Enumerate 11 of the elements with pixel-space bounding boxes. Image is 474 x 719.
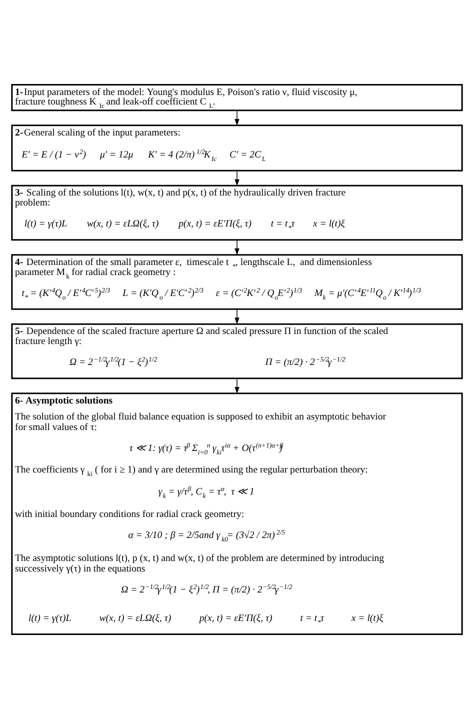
node-box: 2-General scaling of the input parameters: E′ = E / (1 − ν$^{2}$) μ′ = 12μ K′ = 4 (2/π)$^{1/2}$K$_{Ic}$ C′ = 2C$_{L}$ <box>11 124 463 172</box>
node-box: 5- Dependence of the scaled fracture aperture Ω and scaled pressure Π in function of the scaled fracture length γ: Ω = 2$^{−1/2}$γ$^{1/2}$(1 − ξ$^{2}$)$^{1/2}$ Π = (π/2) · 2$^{−5/2}$γ$^{−1/2}$ <box>11 323 463 380</box>
arrow <box>234 240 240 256</box>
arrow <box>234 110 240 126</box>
arrow <box>234 378 240 394</box>
arrow <box>234 310 240 324</box>
arrow <box>234 171 240 186</box>
node-box: 3- Scaling of the solutions l(t), w(x, t) and p(x, t) of the hydraulically driven fracture problem: l(t) = γ(τ)L w(x, t) = εLΩ(ξ, τ) p(x, t) = εE′Π(ξ, τ) t = t$_{*}$τ x = l(t)ξ <box>11 184 463 241</box>
node-box: 4- Determination of the small parameter ε, timescale t$_{*}$, lengthscale L, and dimensionless parameter M$_{k}$ for radial crack geometry : t$_{*}$ = (K′$^{4}$Q$_{o}$ / E′$^{4}$C′$^{5}$)$^{2/3}$ L = (K′Q$_{o}$ / E′C′$^{2}$)$^{2/3}$ ε = (C′$^{2}$K′$^{2}$ / Q$_{o}$E′$^{2}$)$^{1/3}$ M$_{k}$ = μ′(C′$^{4}$E′$^{11}$Q$_{o}$ / K′$^{14}$)$^{1/3}$ <box>11 254 463 310</box>
node-box: 1-Input parameters of the model: Young's modulus E, Poison's ratio ν, fluid viscosity μ, fracture toughness K$_{Ic}$ and leak-off coefficient C$_{L}$. <box>11 84 463 112</box>
node-box: 6- Asymptotic solutions The solution of the global fluid balance equation is supposed to exhibit an asymptotic behavior for small values of τ: τ ≪ 1: γ(τ) = τ$^{β}$ Σ$_{i=0}$$^{n}$ γ$_{ki}$τ$^{iα}$ + O(τ$^{(n+1)α+β}$) The coefficients γ$_{ki}$ ( for i ≥ 1) and γ are determined using the regular perturbation theory: γ$_{k}$ = γ/τ$^{β}$, C$_{k}$ = τ$^{α}$, τ ≪ 1 with initial boundary conditions for radial crack geometry: α = 3/10 ; β = 2/5and γ$_{k0}$= (3√2 / 2π)$^{2/5}$ The asymptotic solutions l(t), p (x, t) and w(x, t) of the problem are determined by introducing successively γ(τ) in the equations Ω = 2$^{−1/2}$γ$^{1/2}$(1 − ξ$^{2}$)$^{1/2}$, Π = (π/2) · 2$^{−5/2}$γ$^{−1/2}$ l(t) = γ(τ)L w(x, t) = εLΩ(ξ, τ) p(x, t) = εE′Π(ξ, τ) t = t$_{*}$τ x = l(t)ξ <box>11 392 463 635</box>
